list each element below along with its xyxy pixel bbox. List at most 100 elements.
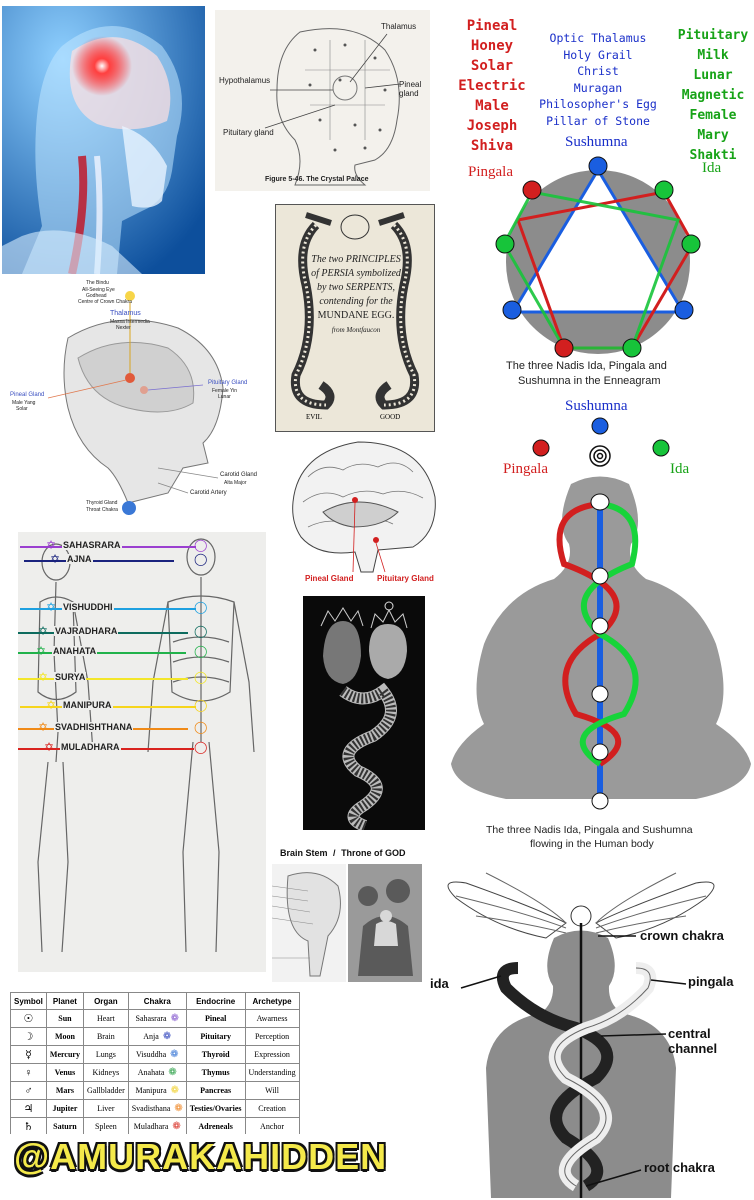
chakra-circle-icon: ◯ bbox=[194, 740, 208, 754]
body-pingala-label: Pingala bbox=[503, 461, 548, 477]
word-item: Shiva bbox=[470, 138, 514, 154]
word-item: Christ bbox=[577, 64, 619, 78]
organ-name: Gallbladder bbox=[82, 1081, 129, 1100]
endocrine-name: Thyroid bbox=[185, 1045, 246, 1064]
crystal-hypothalamus-label: Hypothalamus bbox=[219, 76, 271, 85]
persia-serpents-panel: The two PRINCIPLES of PERSIA symbolized … bbox=[275, 204, 435, 432]
chakra-item: ✡◯MANIPURA bbox=[18, 698, 266, 714]
planet-name: Saturn bbox=[45, 1117, 84, 1134]
brain-section-panel: Pineal Gland Pituitary Gland bbox=[283, 432, 443, 590]
planet-name: Sun bbox=[45, 1009, 84, 1028]
word-item: Solar bbox=[470, 58, 514, 74]
bindu-label: All-Seeing Eye bbox=[82, 287, 115, 293]
word-item: Philosopher's Egg bbox=[539, 97, 657, 111]
endocrine-name: Pituitary bbox=[185, 1027, 246, 1046]
chakra-cell: Visuddha❁ bbox=[127, 1045, 187, 1064]
chakra-lotus-icon: ❁ bbox=[168, 1067, 177, 1078]
word-item: Muragan bbox=[573, 80, 623, 95]
chakra-skeleton-panel: ✡◯SAHASRARA✡◯AJNA✡◯VISHUDDHI✡◯VAJRADHARA… bbox=[18, 532, 266, 972]
word-item: Honey bbox=[470, 38, 514, 54]
chakra-star-icon: ✡ bbox=[36, 644, 47, 658]
body-caption-line2: flowing in the Human body bbox=[530, 838, 654, 850]
caduceus-panel: crown chakra ida pingala central channel… bbox=[426, 868, 754, 1200]
endocrine-name: Adreneals bbox=[185, 1117, 246, 1134]
planet-symbol-icon: ☽ bbox=[10, 1027, 47, 1046]
enneagram-caption-line1: The three Nadis Ida, Pingala and bbox=[506, 360, 667, 372]
word-item: Electric bbox=[458, 78, 526, 94]
archetype-name: Expression bbox=[244, 1045, 300, 1064]
thalamus-sub: Nexter bbox=[116, 325, 131, 331]
bindu-label: Centre of Crown Chakra bbox=[78, 299, 132, 305]
word-item: Male bbox=[475, 98, 509, 114]
chakra-circle-icon: ◯ bbox=[194, 670, 208, 684]
word-item: Pillar of Stone bbox=[546, 113, 650, 128]
organ-name: Brain bbox=[82, 1027, 129, 1046]
word-item: Magnetic bbox=[681, 88, 745, 103]
chakra-cell: Sahasrara❁ bbox=[127, 1009, 187, 1028]
column-header: Organ bbox=[82, 992, 129, 1010]
chakra-cell: Svadisthana❁ bbox=[127, 1099, 187, 1118]
chakra-circle-icon: ◯ bbox=[194, 600, 208, 614]
thyroid-gland-label: Thyroid Gland bbox=[86, 500, 118, 506]
archetype-name: Understanding bbox=[244, 1063, 300, 1082]
ida-label: ida bbox=[430, 976, 449, 991]
chakra-cell-text: Anahata bbox=[137, 1068, 165, 1077]
archetype-name: Anchor bbox=[244, 1117, 300, 1134]
crystal-pituitary-label: Pituitary gland bbox=[223, 128, 274, 137]
endocrine-name: Thymus bbox=[185, 1063, 246, 1082]
carotid-artery-label: Carotid Artery bbox=[190, 490, 227, 496]
brain-stem-title: Brain Stem bbox=[280, 848, 328, 858]
chakra-name: SVADHISHTHANA bbox=[54, 722, 134, 732]
column-header: Archetype bbox=[244, 992, 300, 1010]
chakra-cell-text: Sahasrara bbox=[135, 1014, 167, 1023]
chakra-name: VISHUDDHI bbox=[62, 602, 114, 612]
chakra-lotus-icon: ❁ bbox=[170, 1085, 180, 1096]
chakra-circle-icon: ◯ bbox=[194, 538, 208, 552]
chakra-item: ✡◯SAHASRARA bbox=[18, 538, 266, 554]
crown-chakra-label: crown chakra bbox=[640, 928, 724, 943]
planet-symbol-icon: ☿ bbox=[10, 1045, 47, 1064]
good-label: GOOD bbox=[380, 413, 401, 421]
enneagram-caption-line2: Sushumna in the Enneagram bbox=[518, 375, 661, 387]
chakra-lotus-icon: ❁ bbox=[162, 1031, 172, 1042]
planet-symbol-icon: ♃ bbox=[10, 1099, 47, 1118]
chakra-circle-icon: ◯ bbox=[194, 552, 208, 566]
pineal-sub: Solar bbox=[16, 406, 28, 412]
chakra-star-icon: ✡ bbox=[38, 720, 49, 734]
organ-name: Heart bbox=[82, 1009, 129, 1028]
bindu-label: The Bindu bbox=[86, 280, 109, 286]
word-item: Joseph bbox=[466, 118, 518, 134]
column-header: Planet bbox=[45, 992, 84, 1010]
chakra-line bbox=[24, 560, 174, 562]
caduceus-body-diagram bbox=[447, 872, 715, 1198]
thalamus-sub: Massa Intermedia bbox=[110, 319, 150, 325]
chakra-item: ✡ ◯ MULADHARA bbox=[18, 740, 266, 756]
chakra-item: ✡◯VISHUDDHI bbox=[18, 600, 266, 616]
chakra-star-icon: ✡ bbox=[44, 740, 55, 754]
organ-name: Spleen bbox=[82, 1117, 129, 1134]
left-words-column: Pineal Honey Solar Electric Male Joseph … bbox=[452, 16, 532, 156]
xray-head-panel bbox=[2, 6, 205, 274]
planets-table-panel: Symbol Planet Organ Chakra Endocrine Arc… bbox=[6, 986, 312, 1134]
bindu-label: Godhead bbox=[86, 293, 107, 299]
chakra-name: ANAHATA bbox=[52, 646, 98, 656]
pituitary-sub: Female Yin bbox=[212, 388, 238, 394]
planet-symbol-icon: ♄ bbox=[10, 1117, 47, 1134]
chakra-cell: Muladhara❁ bbox=[127, 1117, 187, 1134]
root-chakra-label: root chakra bbox=[644, 1160, 715, 1175]
endocrine-name: Pineal bbox=[185, 1009, 246, 1028]
planet-name: Jupiter bbox=[45, 1099, 84, 1118]
body-ida-label: Ida bbox=[670, 461, 690, 477]
chakra-name: AJNA bbox=[66, 554, 93, 564]
chakra-lotus-icon: ❁ bbox=[172, 1121, 181, 1132]
thalamus-label: Thalamus bbox=[110, 310, 141, 317]
chakra-name: MULADHARA bbox=[60, 742, 121, 752]
chakra-lotus-icon: ❁ bbox=[174, 1103, 183, 1114]
column-header: Chakra bbox=[127, 992, 187, 1010]
persia-text-line: of PERSIA symbolized bbox=[311, 268, 401, 279]
section-pineal-label: Pineal Gland bbox=[305, 574, 354, 583]
brain-stem-throne-illustration bbox=[271, 864, 422, 982]
enneagram-pingala-label: Pingala bbox=[468, 164, 513, 180]
